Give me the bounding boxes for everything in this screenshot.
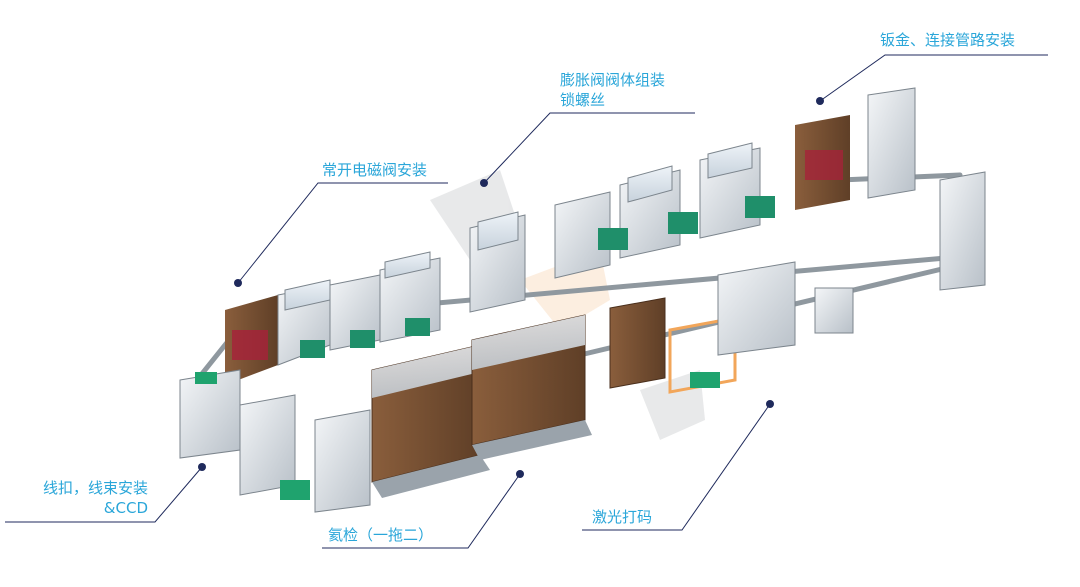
station-sheet-metal bbox=[795, 87, 986, 334]
station-expansion-valve bbox=[469, 142, 775, 313]
station-normally-open-valve bbox=[225, 251, 441, 385]
leader-dots bbox=[198, 97, 824, 478]
label-sheet-metal: 钣金、连接管路安装 bbox=[880, 31, 1016, 49]
leader-lines bbox=[5, 54, 1048, 549]
station-helium-check bbox=[371, 314, 592, 498]
station-wire-clip bbox=[179, 369, 371, 513]
label-wire-clip-1: 线扣，线束安装 bbox=[42, 479, 148, 497]
station-laser-marking bbox=[609, 261, 796, 394]
label-expansion-valve-1: 膨胀阀阀体组装 bbox=[560, 71, 666, 89]
label-helium-check: 氦检（一拖二） bbox=[328, 526, 434, 544]
label-normally-open-valve: 常开电磁阀安装 bbox=[322, 161, 428, 179]
label-wire-clip-2: &CCD bbox=[103, 499, 148, 517]
label-laser-marking: 激光打码 bbox=[592, 508, 653, 526]
label-expansion-valve-2: 锁螺丝 bbox=[560, 91, 606, 109]
